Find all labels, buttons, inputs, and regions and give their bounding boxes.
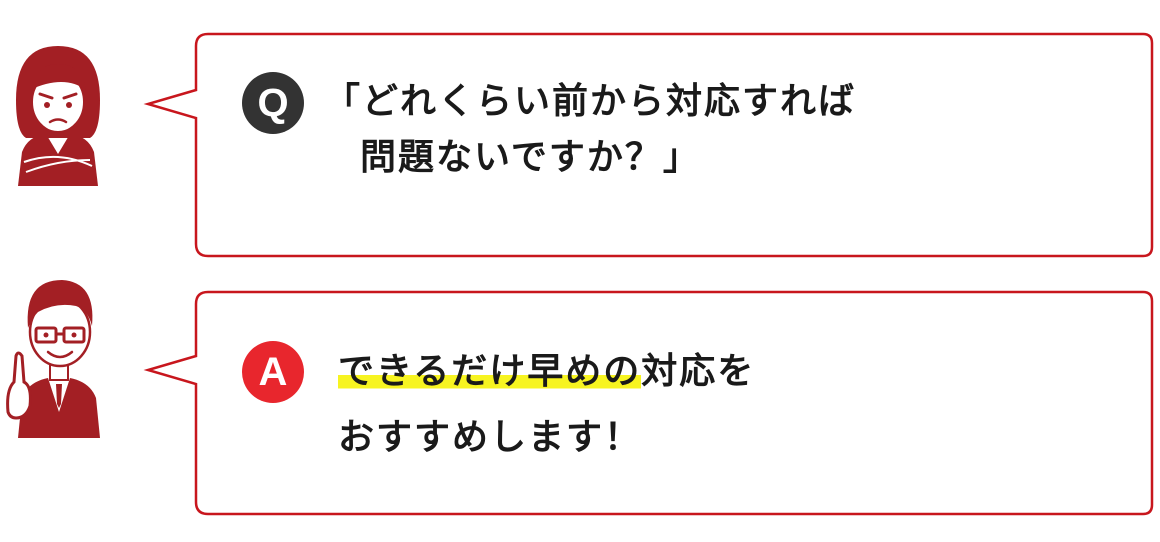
- businessman-pointing-icon: [6, 280, 100, 438]
- question-line-2: 問題ないですか？」: [360, 137, 701, 178]
- question-line-1: 「どれくらい前から対応すれば: [324, 81, 857, 122]
- question-badge: Q: [242, 72, 304, 134]
- answer-line-2: おすすめします！: [338, 417, 643, 458]
- answer-speech-bubble: [143, 290, 1154, 516]
- question-text: 「どれくらい前から対応すれば 問題ないですか？」: [324, 74, 856, 186]
- answer-line-1-rest: 対応を: [641, 351, 756, 392]
- question-speech-bubble: [143, 32, 1154, 258]
- answer-text: できるだけ早めの対応を おすすめします！: [338, 344, 755, 466]
- answer-highlight: できるだけ早めの: [338, 351, 642, 392]
- answer-line-1: できるだけ早めの対応を: [338, 344, 755, 400]
- worried-woman-icon: [16, 46, 100, 186]
- answer-badge: A: [242, 341, 304, 403]
